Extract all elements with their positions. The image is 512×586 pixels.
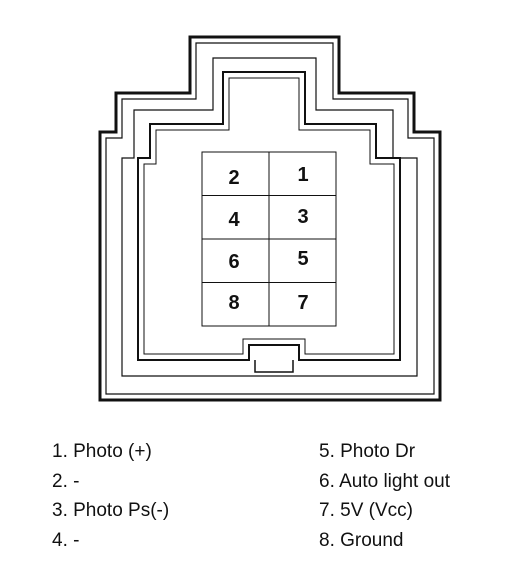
legend-item-pin-8: 8. Ground [319,529,404,551]
pin-legend-left: 1. Photo (+) 2. - 3. Photo Ps(-) 4. - [52,437,169,555]
legend-item-pin-4: 4. - [52,529,80,551]
pin-1-label: 1 [297,164,308,186]
pin-5-label: 5 [297,248,308,270]
pin-labels: 2 1 4 3 6 5 8 7 [228,164,308,314]
connector-diagram: 2 1 4 3 6 5 8 7 [98,35,442,402]
housing-cavity-inset [143,77,395,355]
pin-8-label: 8 [228,292,239,314]
housing-cavity [137,71,401,361]
pin-grid [201,151,337,327]
legend-item-pin-3: 3. Photo Ps(-) [52,500,170,521]
housing-wall [121,57,418,377]
pin-legend-right: 5. Photo Dr 6. Auto light out 7. 5V (Vcc… [319,437,450,555]
legend-item-pin-5: 5. Photo Dr [319,441,416,462]
pin-2-label: 2 [228,167,239,189]
legend-item-pin-1: 1. Photo (+) [52,441,152,462]
pin-7-label: 7 [297,292,308,314]
legend-item-pin-7: 7. 5V (Vcc) [319,500,413,521]
pin-6-label: 6 [228,251,239,273]
locking-notch [254,360,294,373]
pin-3-label: 3 [297,206,308,228]
housing-outer-inset [105,42,435,395]
legend-item-pin-2: 2. - [52,470,80,492]
legend-item-pin-6: 6. Auto light out [319,470,450,492]
pin-4-label: 4 [228,209,240,231]
housing-outer [98,35,442,402]
